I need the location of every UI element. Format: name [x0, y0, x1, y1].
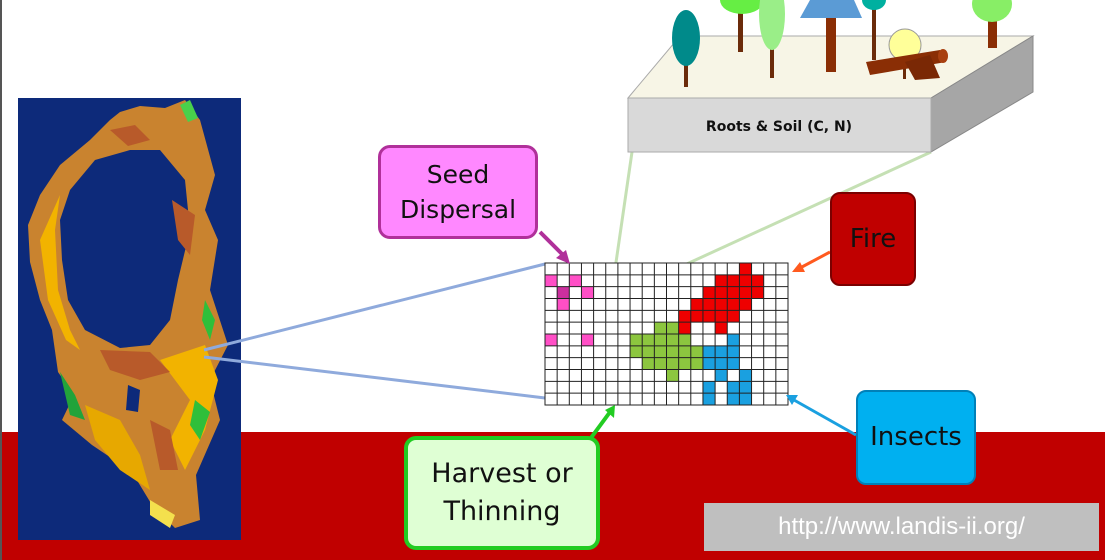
log-icon — [866, 49, 948, 80]
grid-cell-seed — [545, 274, 558, 287]
grid-cell-harvest — [690, 345, 703, 358]
grid-cell-insects — [739, 393, 752, 405]
grid-cell-harvest — [654, 334, 667, 346]
landscape-map — [18, 98, 241, 540]
grid-cell-fire — [715, 298, 728, 311]
tree-icon — [972, 0, 1012, 48]
grid-cell-insects — [702, 393, 716, 405]
callout-arrows — [538, 230, 857, 448]
grid-cell-fire — [702, 298, 716, 311]
grid-cell-harvest — [630, 345, 643, 358]
grid-cell-harvest — [666, 357, 679, 370]
grid-cell-harvest — [642, 334, 655, 346]
grid-cell-harvest — [678, 357, 691, 370]
tree-icon — [672, 10, 700, 87]
grid-cell-insects — [739, 381, 752, 394]
grid-cell-fire — [739, 286, 752, 299]
grid-cell-seed — [569, 274, 582, 287]
grid-cell-fire — [702, 310, 716, 323]
grid-cell-harvest — [654, 322, 667, 334]
slide-border — [0, 0, 2, 560]
grid-cell-fire — [678, 310, 691, 323]
insects-callout: Insects — [856, 390, 976, 485]
grid-cell-fire — [727, 286, 740, 299]
grid-cell-harvest — [642, 345, 655, 358]
grid-cell-fire — [715, 310, 728, 323]
grid-cell-seed — [581, 334, 594, 346]
tree-icon — [759, 0, 785, 78]
grid-cell-seedDark — [557, 286, 570, 299]
grid-cell-fire — [727, 298, 740, 311]
seed-dispersal-callout: Seed Dispersal — [378, 145, 538, 239]
grid-cell-fire — [727, 274, 740, 287]
harvest-thinning-callout: Harvest or Thinning — [404, 436, 600, 550]
grid-cell-fire — [690, 310, 703, 323]
grid-cell-fire — [739, 263, 752, 275]
grid-cell-harvest — [678, 345, 691, 358]
grid-cell-insects — [715, 369, 728, 382]
grid-cell-fire — [715, 322, 728, 334]
grid-cell-insects — [727, 381, 740, 394]
grid-cell-insects — [702, 345, 716, 358]
grid-cell-harvest — [654, 345, 667, 358]
grid-cell-harvest — [690, 357, 703, 370]
grid-cell-fire — [739, 298, 752, 311]
grid-cell-insects — [727, 393, 740, 405]
grid-cell-harvest — [666, 322, 679, 334]
tree-icon — [720, 0, 764, 52]
grid-cell-harvest — [666, 334, 679, 346]
fire-callout: Fire — [830, 192, 916, 286]
grid-cell-insects — [727, 334, 740, 346]
grid-cell-harvest — [666, 369, 679, 382]
landscape-grid — [544, 262, 789, 406]
grid-cell-fire — [715, 274, 728, 287]
grid-cell-seed — [545, 334, 558, 346]
grid-cell-insects — [715, 345, 728, 358]
grid-cell-harvest — [654, 357, 667, 370]
tree-icon — [800, 0, 862, 72]
grid-cell-fire — [751, 274, 764, 287]
grid-cell-insects — [727, 357, 740, 370]
tree-icon — [862, 0, 886, 60]
url-label: http://www.landis-ii.org/ — [704, 503, 1099, 551]
grid-cell-fire — [751, 286, 764, 299]
grid-cells — [545, 263, 764, 405]
grid-cell-fire — [702, 286, 716, 299]
grid-cell-insects — [702, 381, 716, 394]
grid-cell-harvest — [630, 334, 643, 346]
grid-cell-fire — [727, 310, 740, 323]
grid-cell-harvest — [666, 345, 679, 358]
grid-cell-harvest — [642, 357, 655, 370]
grid-cell-fire — [678, 322, 691, 334]
grid-cell-insects — [739, 369, 752, 382]
grid-cell-fire — [715, 286, 728, 299]
soil-label: Roots & Soil (C, N) — [706, 119, 852, 135]
grid-cell-fire — [739, 274, 752, 287]
forest-block: Roots & Soil (C, N) — [626, 0, 1035, 153]
grid-cell-seed — [581, 286, 594, 299]
grid-cell-seed — [557, 298, 570, 311]
grid-cell-insects — [702, 357, 716, 370]
grid-cell-harvest — [678, 334, 691, 346]
grid-cell-insects — [715, 357, 728, 370]
grid-cell-fire — [690, 298, 703, 311]
grid-cell-insects — [727, 345, 740, 358]
